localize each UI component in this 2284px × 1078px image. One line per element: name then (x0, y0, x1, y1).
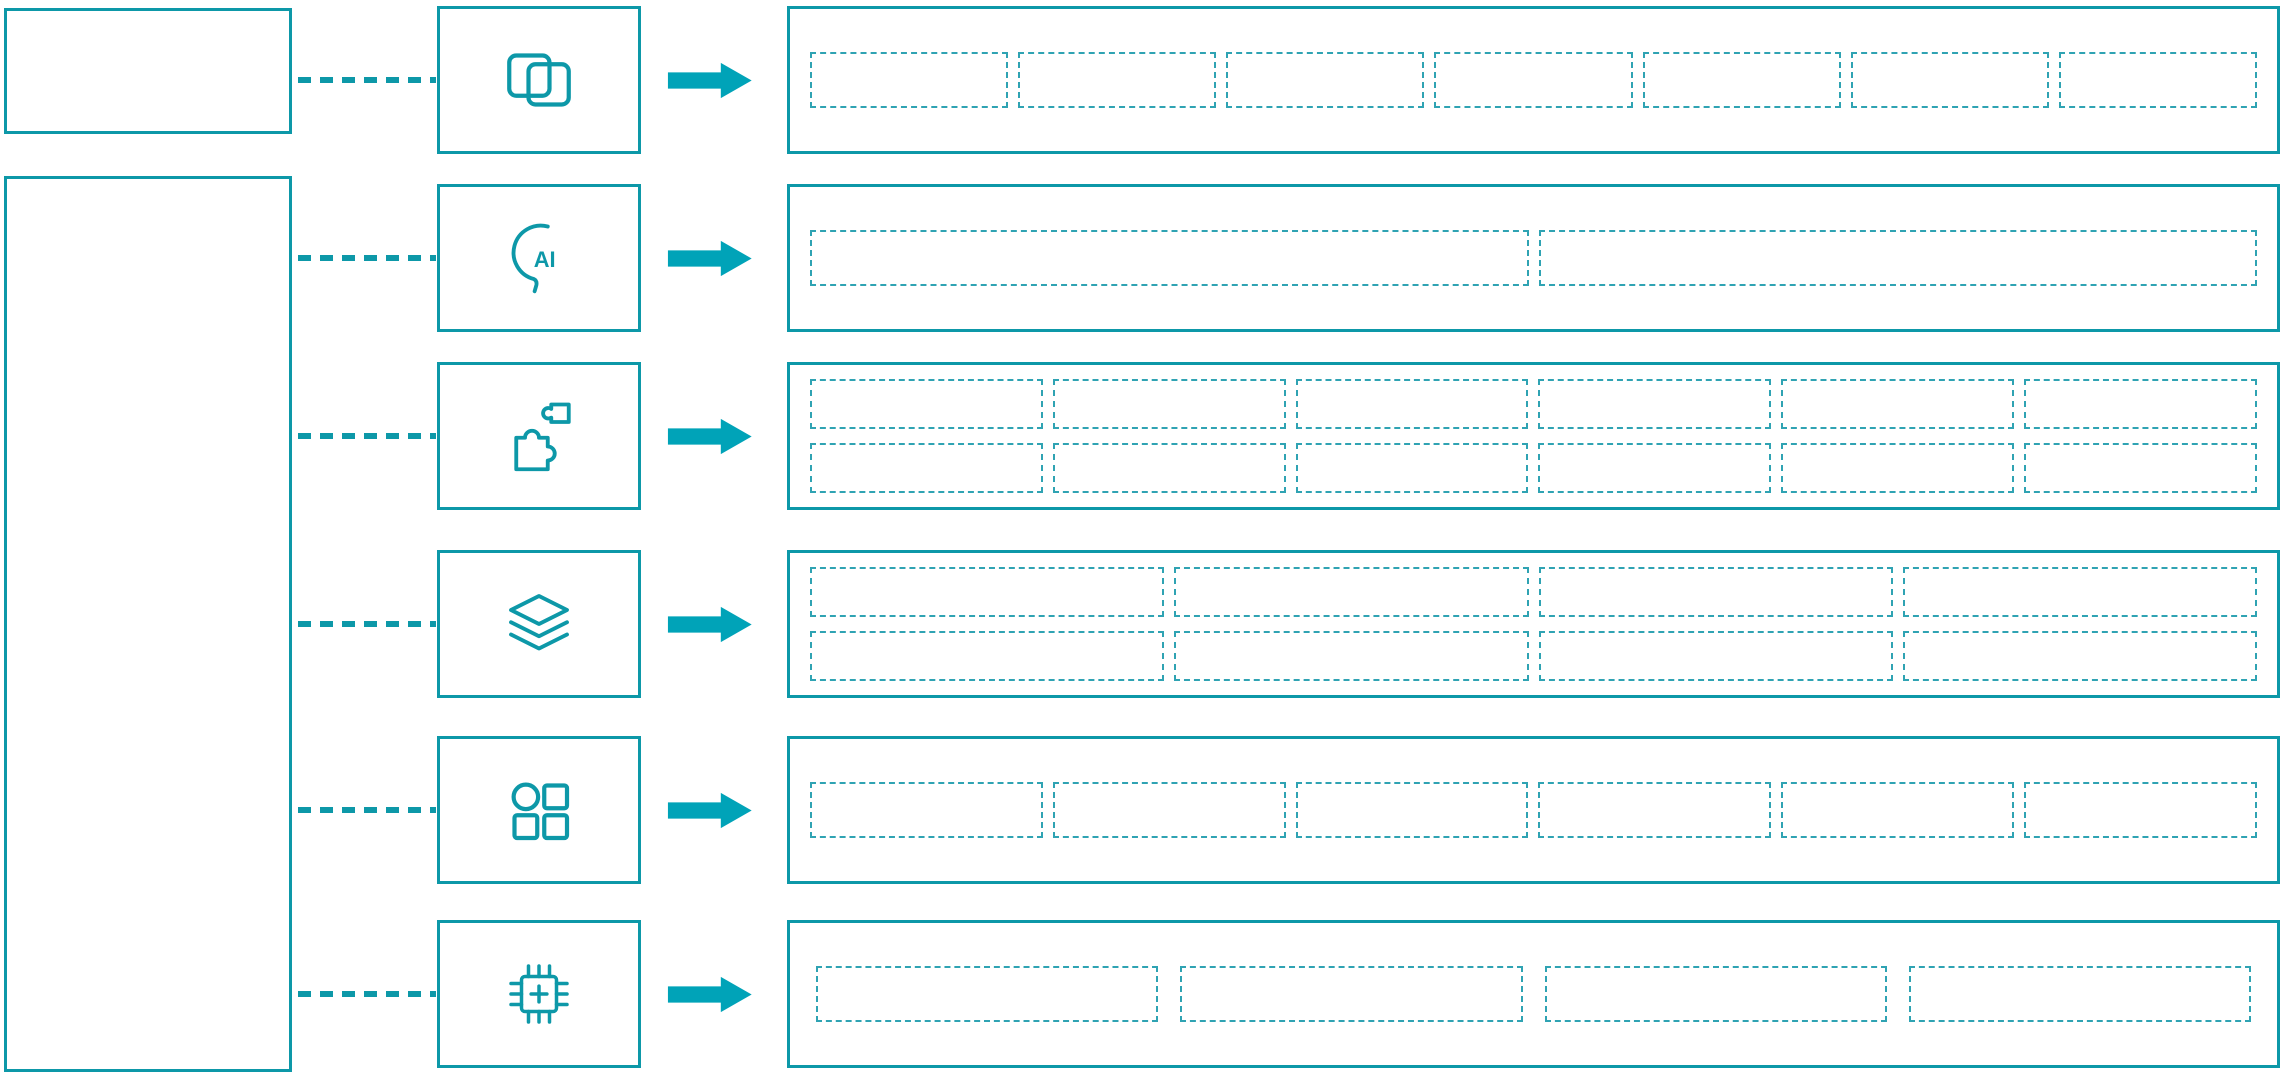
dashed-connector (298, 433, 436, 439)
icon-box (437, 550, 641, 698)
placeholder-box (1052, 379, 1286, 429)
placeholder-box (1295, 443, 1529, 493)
diagram-row (0, 550, 2284, 698)
placeholder-box (1642, 52, 1841, 108)
placeholder-line (810, 230, 2257, 286)
placeholder-box (2058, 52, 2257, 108)
placeholder-box (1544, 966, 1887, 1022)
placeholder-box (1781, 443, 2015, 493)
placeholder-box (810, 631, 1165, 681)
placeholder-box (810, 379, 1043, 429)
placeholder-line (810, 443, 2257, 493)
diagram-row (0, 6, 2284, 154)
diagram-row (0, 736, 2284, 884)
placeholder-box (1052, 782, 1286, 838)
diagram-row (0, 920, 2284, 1068)
content-panel (787, 184, 2280, 332)
placeholder-box (1850, 52, 2049, 108)
placeholder-box (1538, 567, 1893, 617)
placeholder-line (810, 567, 2257, 617)
placeholder-line (816, 966, 2251, 1022)
placeholder-box (1538, 782, 1772, 838)
placeholder-box (810, 567, 1165, 617)
category-grid-icon (511, 782, 570, 841)
diagram-row (0, 362, 2284, 510)
placeholder-box (810, 230, 1529, 286)
placeholder-box (1226, 52, 1425, 108)
arrow-icon (666, 57, 758, 104)
dashed-connector (298, 621, 436, 627)
placeholder-box (2024, 443, 2257, 493)
placeholder-box (1902, 631, 2257, 681)
placeholder-box (810, 443, 1043, 493)
overlapping-squares-icon (507, 53, 571, 107)
content-panel (787, 920, 2280, 1068)
ai-head-icon: AI (511, 223, 556, 294)
placeholder-box (1908, 966, 2251, 1022)
placeholder-box (2024, 379, 2257, 429)
placeholder-box (1538, 230, 2257, 286)
layers-icon (509, 594, 569, 651)
arrow-icon (666, 787, 758, 834)
placeholder-box (2024, 782, 2257, 838)
placeholder-box (810, 782, 1043, 838)
placeholder-box (816, 966, 1159, 1022)
placeholder-box (1781, 379, 2015, 429)
diagram-row: AI (0, 184, 2284, 332)
content-panel (787, 362, 2280, 510)
placeholder-box (1295, 379, 1529, 429)
placeholder-box (1052, 443, 1286, 493)
content-panel (787, 6, 2280, 154)
placeholder-box (1295, 782, 1529, 838)
dashed-connector (298, 807, 436, 813)
placeholder-box (1902, 567, 2257, 617)
placeholder-box (1174, 631, 1529, 681)
arrow-icon (666, 601, 758, 648)
left-top-box (4, 8, 292, 134)
left-main-box (4, 176, 292, 1072)
arrow-icon (666, 235, 758, 282)
placeholder-box (1538, 443, 1772, 493)
icon-box (437, 736, 641, 884)
placeholder-box (1018, 52, 1217, 108)
placeholder-box (1538, 379, 1772, 429)
placeholder-line (810, 379, 2257, 429)
dashed-connector (298, 991, 436, 997)
arrow-icon (666, 413, 758, 460)
placeholder-box (810, 52, 1009, 108)
puzzle-icon (514, 402, 571, 472)
icon-box (437, 6, 641, 154)
dashed-connector (298, 77, 436, 83)
placeholder-line (810, 631, 2257, 681)
placeholder-box (1434, 52, 1633, 108)
chip-plus-icon (509, 964, 569, 1024)
placeholder-line (810, 782, 2257, 838)
icon-box: AI (437, 184, 641, 332)
dashed-connector (298, 255, 436, 261)
content-panel (787, 736, 2280, 884)
ai-icon-label: AI (534, 247, 556, 272)
icon-box (437, 362, 641, 510)
placeholder-box (1781, 782, 2015, 838)
content-panel (787, 550, 2280, 698)
icon-box (437, 920, 641, 1068)
placeholder-line (810, 52, 2257, 108)
arrow-icon (666, 971, 758, 1018)
placeholder-box (1538, 631, 1893, 681)
placeholder-box (1174, 567, 1529, 617)
placeholder-box (1180, 966, 1523, 1022)
